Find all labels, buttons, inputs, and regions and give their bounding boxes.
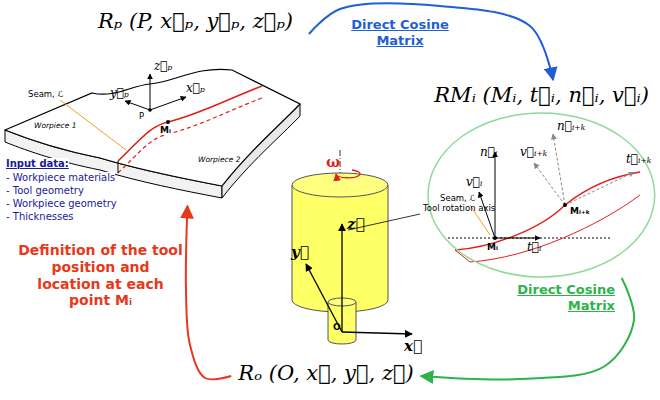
diagram-label: Tool rotation axis [423,204,495,214]
diagram-label: ω [326,154,340,171]
workpiece-frame: Rₚ (P, x⃗ₚ, y⃗ₚ, z⃗ₚ) [88,6,309,206]
diagram-label: Mᵢ [487,242,498,252]
diagram-label: - Workpiece materials [6,172,115,184]
frame-label: Rₒ (O, x⃗, y⃗, z⃗) [231,358,421,388]
diagram-label: Worpiece 2 [198,156,240,165]
diagram-label: - Thicknesses [6,211,74,223]
tool [292,150,420,344]
diagram-label: Mᵢ [160,125,171,135]
diagram-label: x⃗ₚ [186,82,205,96]
local-frame-ellipse: RMᵢ (Mᵢ, t⃗ᵢ, n⃗ᵢ, v⃗ᵢ) [427,80,656,278]
edge-label: Direct Cosine Matrix [345,17,455,48]
diagram-label: Seam, ℒ [28,90,64,100]
diagram-label: Input data: [6,158,69,170]
diagram-label: z⃗ₚ [154,60,172,74]
diagram-label: - Workpiece geometry [6,198,117,210]
edge-label: Direct Cosine Matrix [505,282,615,313]
diagram-label: v⃗ᵢ [466,176,482,190]
flow-arrow [309,3,553,80]
local-frame-sketch [448,134,640,262]
edge-label: Definition of the tool position and loca… [18,242,183,309]
diagram-label: y⃗ [291,244,309,261]
diagram-label: y⃗ₚ [110,87,129,101]
diagram-label: t⃗ᵢ [527,241,541,255]
diagram-label: x⃗ [404,338,422,355]
diagram-label: Seam, ℒ [440,194,476,204]
ellipse-outline [428,113,655,277]
diagram-label: P [139,112,144,122]
flow-arrow [421,278,634,379]
diagram-label: Mᵢ₊ₖ [570,206,590,216]
diagram-label: t⃗ᵢ₊ₖ [626,153,651,167]
workpiece [5,69,300,198]
frame-label: Rₚ (P, x⃗ₚ, y⃗ₚ, z⃗ₚ) [88,6,309,36]
tool-frame: Rₒ (O, x⃗, y⃗, z⃗) [231,358,421,394]
flow-arrow [186,206,231,379]
diagram-label: z⃗ [347,216,365,233]
diagram-label: O [333,322,341,332]
frame-label: RMᵢ (Mᵢ, t⃗ᵢ, n⃗ᵢ, v⃗ᵢ) [427,80,656,110]
diagram-label: v⃗ᵢ₊ₖ [520,146,547,160]
diagram-label: n⃗ᵢ₊ₖ [557,120,585,134]
diagram-label: - Tool geometry [6,185,84,197]
diagram-label: n⃗ᵢ [480,146,497,160]
diagram-label: Worpiece 1 [34,122,76,131]
